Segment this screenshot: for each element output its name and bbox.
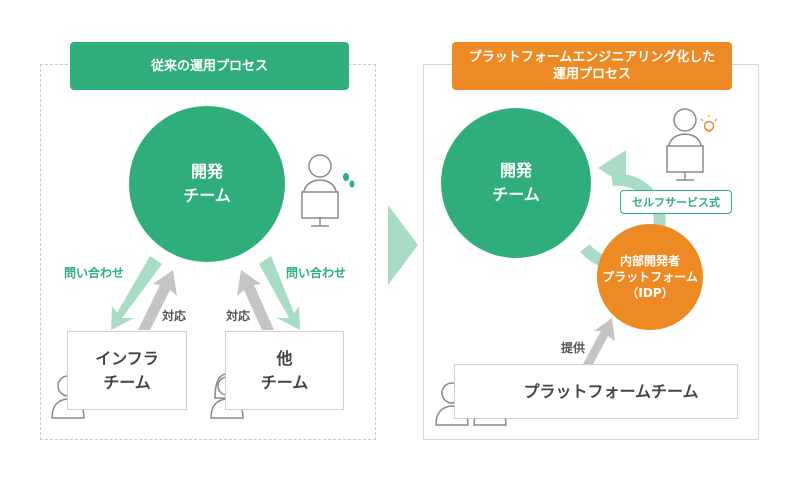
idp-label-line3: （IDP） <box>626 286 674 300</box>
inquiry-arrow-left <box>111 256 162 330</box>
worker-at-monitor-icon <box>666 108 704 181</box>
idp-circle: 内部開発者 プラットフォーム （IDP） <box>597 224 703 330</box>
idp-label-line1: 内部開発者 <box>619 254 680 268</box>
provide-arrow <box>583 318 615 364</box>
other-team-label-line2: チーム <box>260 372 309 392</box>
platform-team-label: プラットフォームチーム <box>523 381 699 401</box>
platform-process-title-line2: 運用プロセス <box>552 67 631 82</box>
inquiry-label-left: 問い合わせ <box>64 266 125 280</box>
response-arrow-right <box>237 270 274 330</box>
platform-process-title: プラットフォームエンジニアリング化した 運用プロセス <box>452 42 732 90</box>
infra-team-box: インフラ チーム <box>67 331 187 410</box>
infra-team-label-line2: チーム <box>103 372 151 392</box>
inquiry-arrow-right <box>259 256 300 330</box>
dev-team-label-line1: 開発 <box>499 161 532 180</box>
dev-team-circle-platform: 開発 チーム <box>441 108 591 258</box>
worker-at-monitor-icon <box>301 154 339 227</box>
infra-team-label-line1: インフラ <box>95 348 159 368</box>
dev-team-label-line2: チーム <box>183 186 231 205</box>
platform-team-box: プラットフォームチーム <box>454 364 738 419</box>
other-team-label-line1: 他 <box>276 348 293 368</box>
idp-label-line2: プラットフォーム <box>602 270 698 284</box>
response-label-left: 対応 <box>162 309 187 323</box>
inquiry-label-right: 問い合わせ <box>286 266 347 280</box>
response-label-right: 対応 <box>226 309 251 323</box>
lightbulb-icon <box>700 115 718 132</box>
dev-team-label-line2: チーム <box>492 185 540 204</box>
transition-chevron <box>388 205 418 285</box>
platform-process-title-line1: プラットフォームエンジニアリング化した <box>468 50 716 65</box>
other-team-box: 他 チーム <box>225 331 344 410</box>
dev-team-label-line1: 開発 <box>190 162 223 181</box>
traditional-process-title-text: 従来の運用プロセス <box>150 58 268 74</box>
response-arrow-left <box>138 270 177 330</box>
sweat-drops-icon <box>343 173 355 188</box>
provide-label: 提供 <box>561 341 586 355</box>
traditional-process-title: 従来の運用プロセス <box>70 42 349 90</box>
self-service-badge: セルフサービス式 <box>620 190 732 214</box>
dev-team-circle-traditional: 開発 チーム <box>129 106 285 262</box>
